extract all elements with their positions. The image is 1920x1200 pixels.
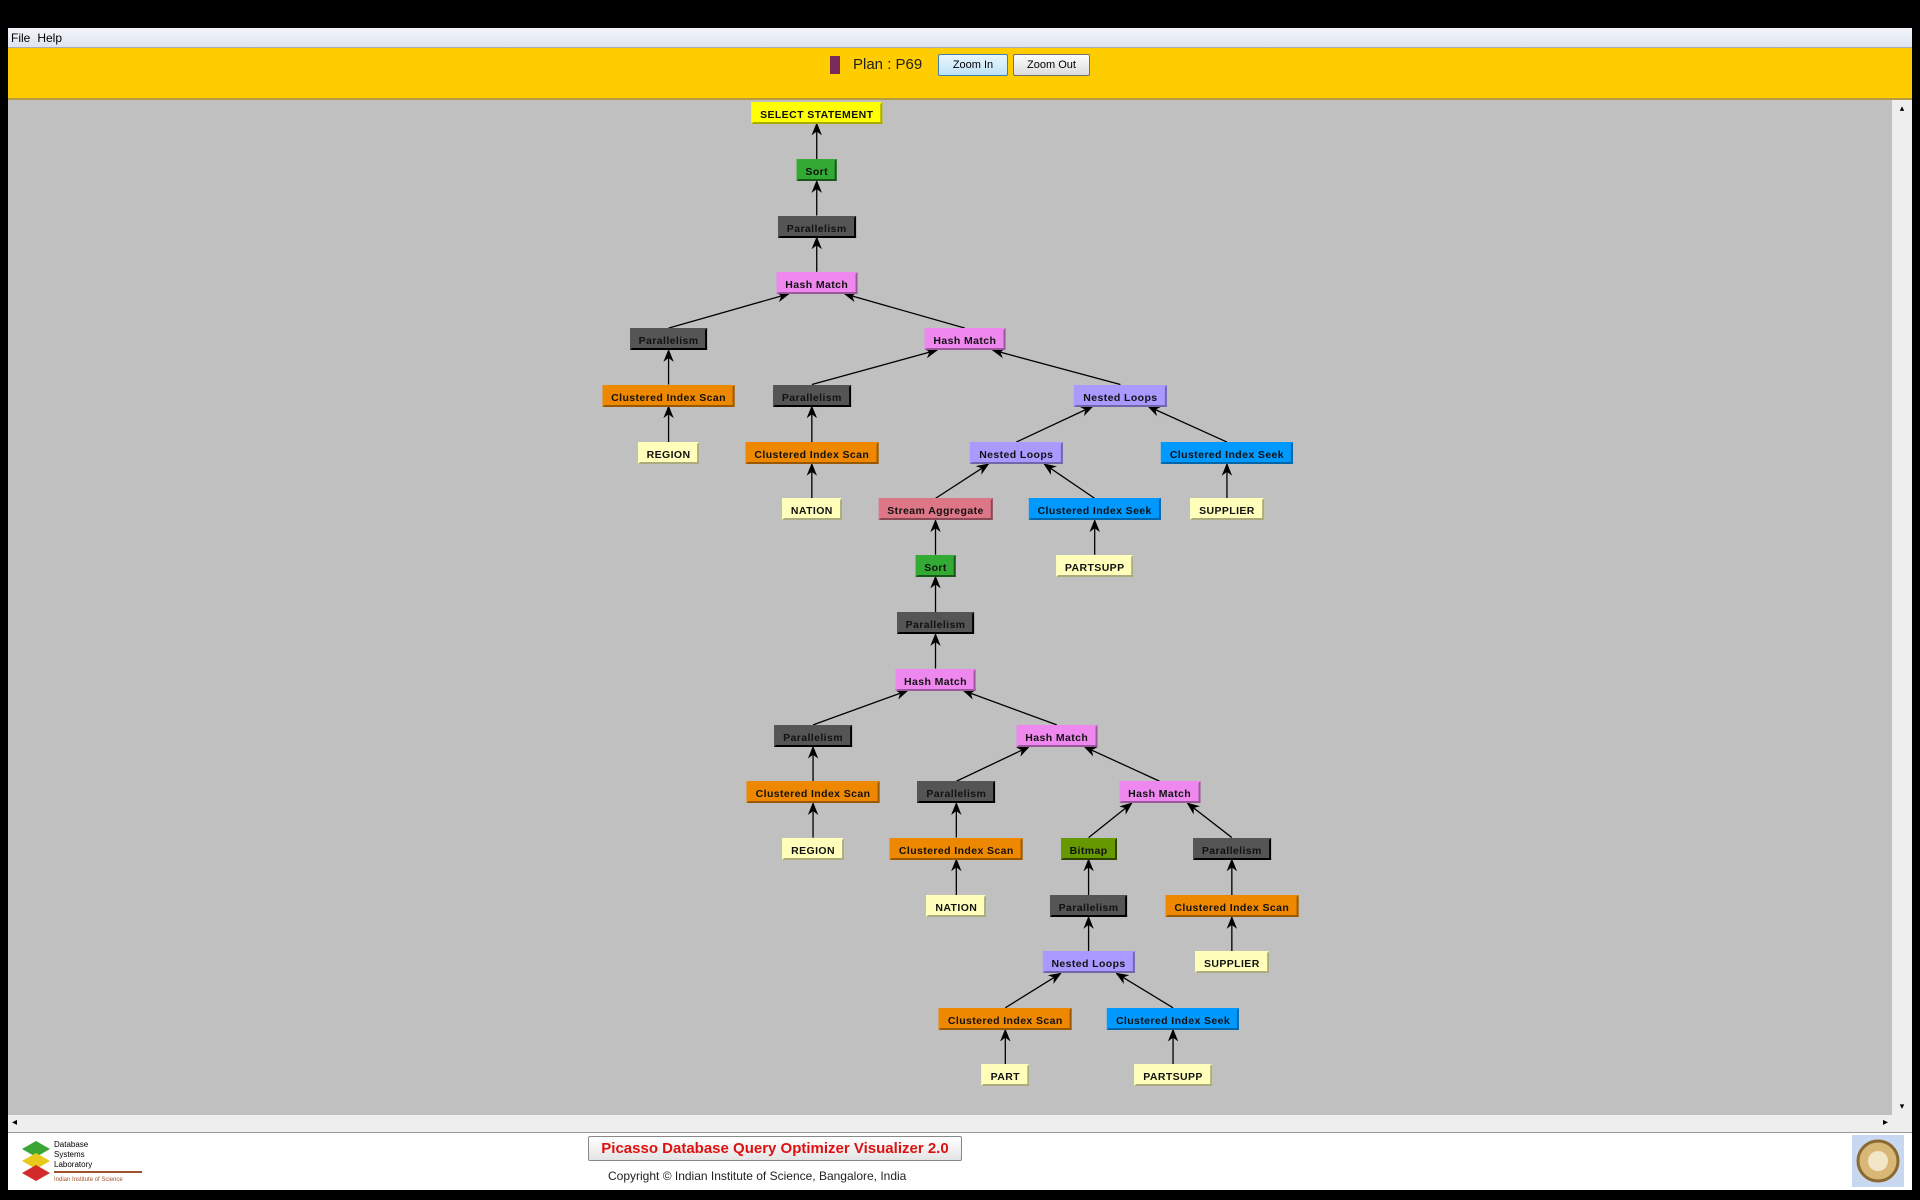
plan-edge [1004,972,1062,1009]
footer: Database Systems Laboratory Indian Insti… [8,1133,1912,1190]
plan-node-parallelism[interactable]: Parallelism [1049,895,1128,918]
svg-text:Indian Institute of Science: Indian Institute of Science [54,1177,123,1183]
plan-edge [843,292,966,329]
plan-edge [811,348,939,386]
plan-edge [1115,972,1174,1009]
plan-node-cis[interactable]: Clustered Index Scan [602,384,735,407]
plan-node-cis[interactable]: Clustered Index Scan [745,442,879,465]
plan-node-table[interactable]: REGION [782,837,844,860]
plan-node-table[interactable]: PART [981,1064,1029,1087]
plan-edge [1088,802,1133,839]
toolbar: Plan : P69 Zoom In Zoom Out [8,48,1912,100]
plan-node-hash[interactable]: Hash Match [895,668,976,691]
plan-node-table[interactable]: PARTSUPP [1134,1064,1212,1087]
plan-node-sort[interactable]: Sort [796,159,838,182]
plan-node-table[interactable]: NATION [926,895,987,918]
zoom-in-button[interactable]: Zoom In [938,54,1008,76]
plan-edge [1186,802,1233,839]
plan-node-parallelism[interactable]: Parallelism [772,384,851,407]
plan-node-seek[interactable]: Clustered Index Seek [1160,442,1294,465]
plan-edge [1016,405,1094,443]
plan-node-hash[interactable]: Hash Match [1119,781,1201,804]
plan-node-parallelism[interactable]: Parallelism [1192,837,1271,860]
plan-node-bitmap[interactable]: Bitmap [1060,837,1117,860]
plan-color-swatch [830,56,840,74]
plan-node-nl[interactable]: Nested Loops [970,442,1063,465]
plan-edge [1147,405,1228,443]
plan-node-cis[interactable]: Clustered Index Scan [746,781,880,804]
plan-node-agg[interactable]: Stream Aggregate [878,498,993,521]
plan-node-seek[interactable]: Clustered Index Seek [1028,498,1161,521]
svg-text:Database: Database [54,1140,89,1149]
plan-node-parallelism[interactable]: Parallelism [774,724,852,747]
plan-label: Plan : P69 [853,56,923,73]
plan-edge [935,463,990,499]
plan-node-hash[interactable]: Hash Match [924,328,1006,351]
plan-edge [1043,463,1096,499]
plan-node-sort[interactable]: Sort [915,554,956,577]
plan-node-hash[interactable]: Hash Match [1016,724,1098,747]
plan-node-table[interactable]: PARTSUPP [1055,554,1134,577]
plan-edge [962,689,1057,726]
vertical-scrollbar[interactable]: ▴▾ [1892,100,1912,1115]
plan-node-parallelism[interactable]: Parallelism [629,328,708,351]
plan-edge [991,348,1121,386]
menu-bar: File Help [8,28,1912,48]
plan-node-hash[interactable]: Hash Match [776,271,858,294]
copyright-text: Copyright © Indian Institute of Science,… [608,1169,907,1183]
plan-edges [663,122,1238,1065]
app-title-button[interactable]: Picasso Database Query Optimizer Visuali… [588,1136,962,1161]
plan-node-cis[interactable]: Clustered Index Scan [889,837,1023,860]
menu-help[interactable]: Help [37,30,63,45]
plan-node-parallelism[interactable]: Parallelism [917,781,996,804]
plan-node-nl[interactable]: Nested Loops [1074,384,1167,407]
plan-edge [1083,746,1160,782]
plan-node-seek[interactable]: Clustered Index Seek [1106,1007,1240,1030]
plan-edge [956,746,1030,782]
plan-node-table[interactable]: SUPPLIER [1190,498,1264,521]
zoom-out-button[interactable]: Zoom Out [1013,54,1090,76]
horizontal-scrollbar[interactable]: ◂▸ [8,1115,1912,1133]
plan-edge [812,689,909,726]
svg-text:Systems: Systems [54,1150,85,1159]
plan-node-select[interactable]: SELECT STATEMENT [751,101,883,124]
plan-node-parallelism[interactable]: Parallelism [777,215,856,238]
plan-node-cis[interactable]: Clustered Index Scan [938,1007,1072,1030]
iisc-seal-logo [1852,1135,1904,1187]
plan-node-nl[interactable]: Nested Loops [1042,951,1135,974]
plan-node-table[interactable]: NATION [781,498,842,521]
plan-node-table[interactable]: SUPPLIER [1194,951,1269,974]
svg-text:Laboratory: Laboratory [54,1160,92,1169]
plan-edge [668,292,790,329]
database-systems-laboratory-logo: Database Systems Laboratory Indian Insti… [18,1137,144,1185]
menu-file[interactable]: File [11,30,31,45]
plan-node-cis[interactable]: Clustered Index Scan [1165,895,1299,918]
plan-node-parallelism[interactable]: Parallelism [896,612,975,635]
plan-node-table[interactable]: REGION [637,442,700,465]
